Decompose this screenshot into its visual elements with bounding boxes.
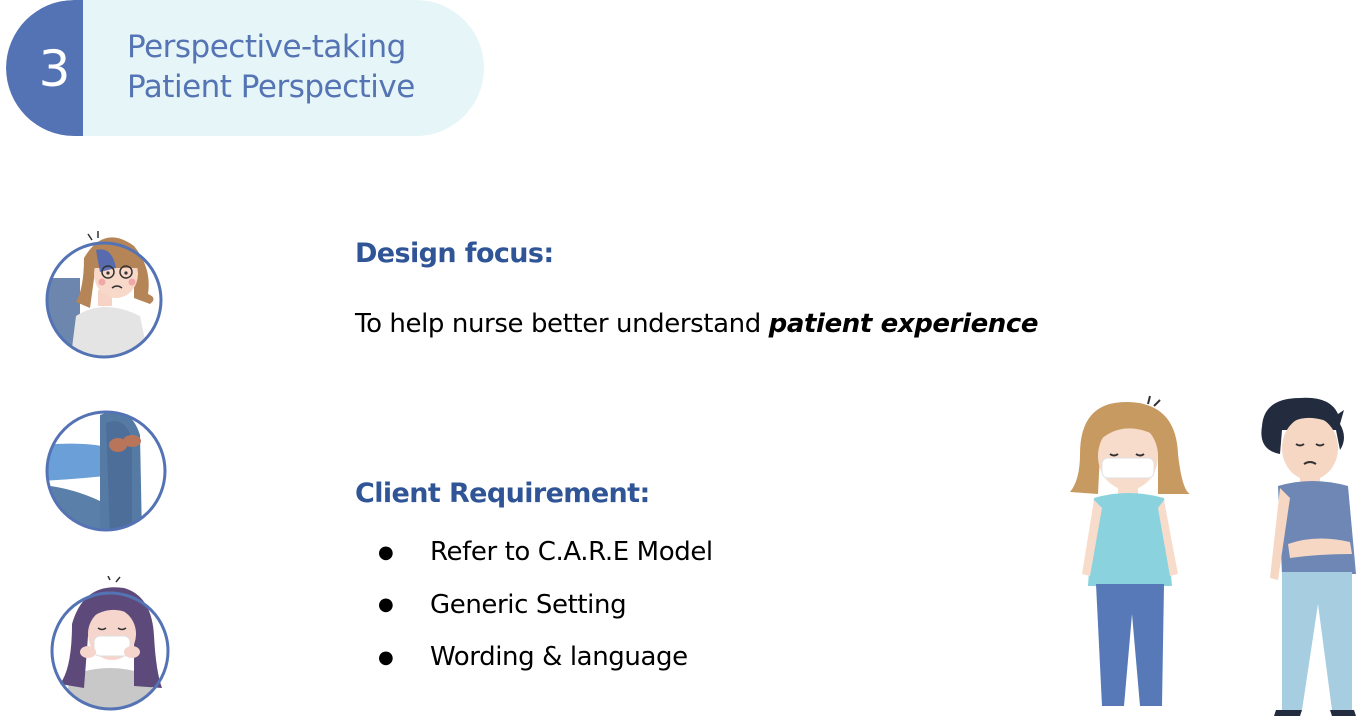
design-focus-text: To help nurse better understand patient …	[355, 309, 1039, 339]
bullet-icon: ●	[378, 646, 394, 668]
avatar-masked-girl-illustration	[50, 576, 170, 711]
requirement-list: ● Refer to C.A.R.E Model ● Generic Setti…	[378, 526, 713, 684]
requirement-label: Generic Setting	[430, 589, 627, 620]
design-focus-heading: Design focus:	[355, 238, 554, 269]
requirement-label: Wording & language	[430, 642, 688, 673]
avatar-hugging-knees-illustration	[45, 410, 167, 532]
section-header: 3 Perspective-taking Patient Perspective	[6, 0, 484, 136]
step-badge: 3	[6, 0, 83, 136]
list-item: ● Generic Setting	[378, 579, 713, 632]
standing-woman-mask-illustration	[1070, 395, 1190, 706]
section-title: Perspective-taking Patient Perspective	[127, 27, 415, 107]
design-focus-text-prefix: To help nurse better understand	[355, 309, 769, 339]
design-focus-emphasis: patient experience	[768, 309, 1039, 339]
bullet-icon: ●	[378, 541, 394, 563]
section-title-line1: Perspective-taking	[127, 29, 406, 65]
client-requirement-heading: Client Requirement:	[355, 478, 650, 509]
avatar-anxious-girl-illustration	[45, 231, 163, 359]
list-item: ● Wording & language	[378, 631, 713, 684]
step-number: 3	[38, 40, 71, 98]
list-item: ● Refer to C.A.R.E Model	[378, 526, 713, 579]
standing-man-sick-illustration	[1261, 397, 1356, 716]
requirement-label: Refer to C.A.R.E Model	[430, 537, 713, 568]
bullet-icon: ●	[378, 594, 394, 616]
section-title-line2: Patient Perspective	[127, 69, 415, 105]
